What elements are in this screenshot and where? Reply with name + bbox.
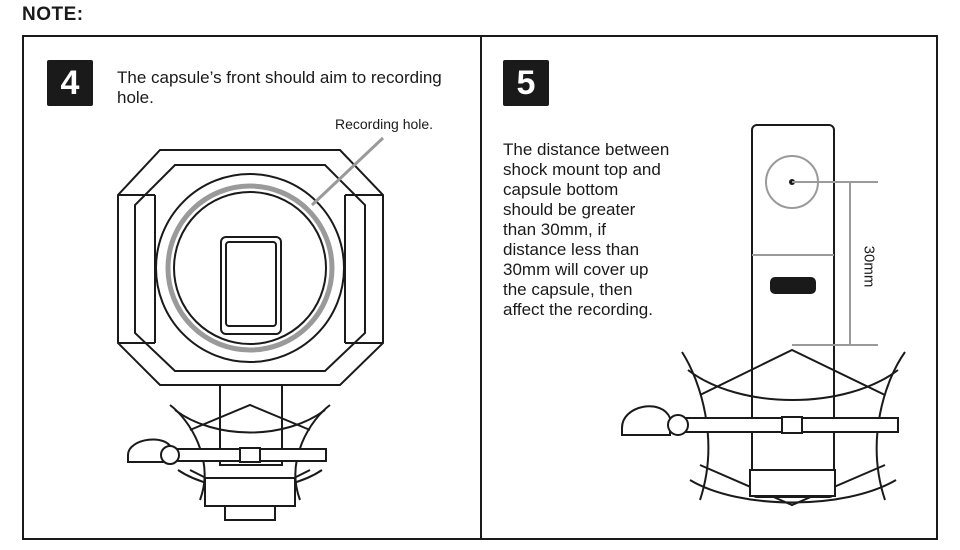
recording-hole-label: Recording hole. xyxy=(335,116,434,132)
note-heading: NOTE: xyxy=(22,4,84,25)
side-view-microphone-illustration xyxy=(621,124,906,507)
step-5-instruction: The distance between shock mount top and… xyxy=(503,140,670,319)
step-5-badge: 5 xyxy=(503,60,549,106)
step-4-badge: 4 xyxy=(47,60,93,106)
dimension-30mm-label: 30mm xyxy=(860,245,878,288)
step-4-instruction: The capsule’s front should aim to record… xyxy=(117,68,442,107)
front-view-microphone-illustration xyxy=(117,136,385,521)
panel-divider xyxy=(480,35,482,540)
